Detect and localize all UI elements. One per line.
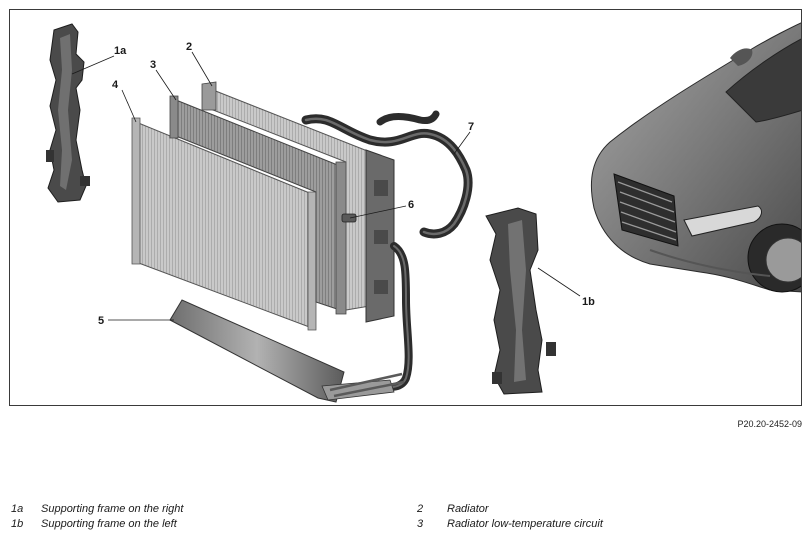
- radiator: [201, 81, 395, 323]
- cooling-module-illustration: 1a 1b 2 3 4 5 6 7: [46, 22, 801, 403]
- callout-6: 6: [408, 199, 414, 211]
- callout-4: 4: [112, 79, 119, 91]
- coolant-sensor: [341, 213, 357, 223]
- figure-frame: 1a 1b 2 3 4 5 6 7: [9, 9, 802, 406]
- radiator-low-temperature-circuit: [169, 95, 347, 315]
- callout-5: 5: [98, 315, 104, 327]
- coolant-hose: [301, 110, 473, 239]
- vehicle-front-view: [590, 22, 801, 293]
- legend-text: Supporting frame on the left: [41, 518, 177, 530]
- supporting-frame-left: [485, 207, 556, 395]
- legend-key: 1a: [11, 503, 24, 515]
- air-duct: [169, 299, 405, 403]
- figure-reference-code: P20.20-2452-09: [737, 419, 802, 429]
- legend-text: Supporting frame on the right: [41, 503, 184, 515]
- callout-1a: 1a: [114, 45, 127, 57]
- supporting-frame-right: [46, 23, 90, 203]
- condenser: [131, 117, 317, 331]
- legend-text: Radiator low-temperature circuit: [447, 518, 603, 530]
- callout-3: 3: [150, 59, 156, 71]
- callout-leaders: [71, 51, 581, 321]
- legend-key: 2: [417, 503, 424, 515]
- legend-key: 3: [417, 518, 424, 530]
- callout-labels: 1a 1b 2 3 4 5 6 7: [98, 41, 595, 327]
- legend-text: Radiator: [447, 503, 489, 515]
- callout-2: 2: [186, 41, 192, 53]
- callout-7: 7: [468, 121, 474, 133]
- callout-1b: 1b: [582, 296, 595, 308]
- legend-key: 1b: [11, 518, 24, 530]
- lower-coolant-hose: [378, 242, 413, 391]
